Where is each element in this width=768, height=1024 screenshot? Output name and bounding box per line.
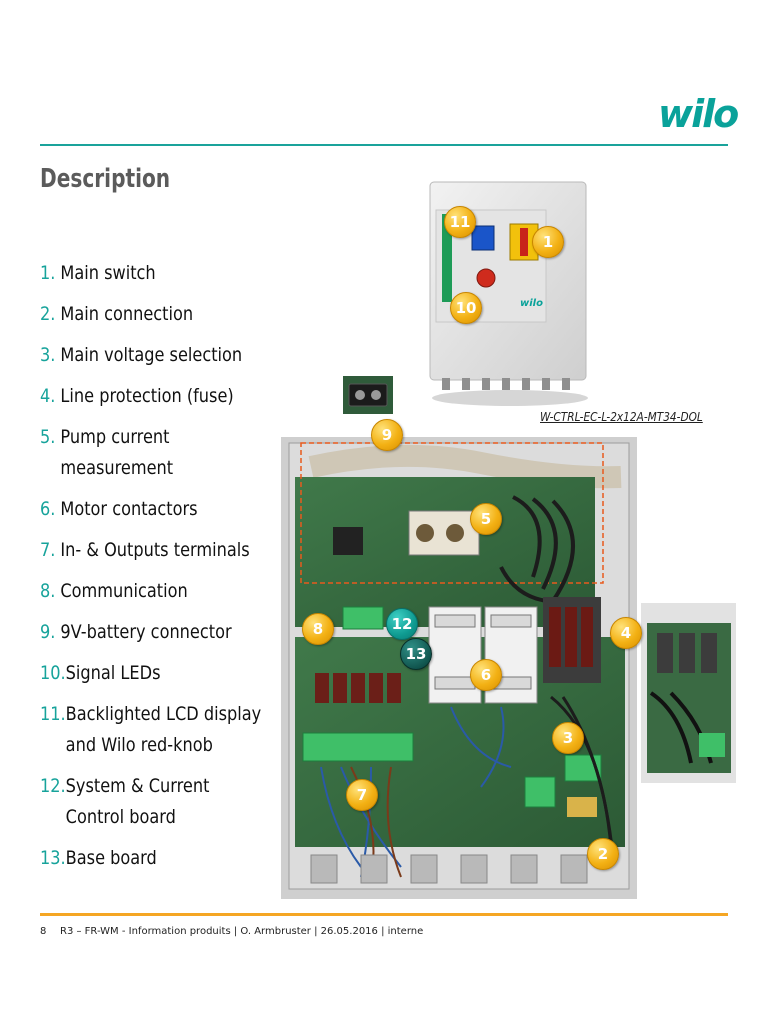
model-caption: W-CTRL-EC-L-2x12A-MT34-DOL [540, 410, 703, 424]
callout-badge-8: 8 [302, 613, 334, 645]
list-item: 9.9V-battery connector [40, 621, 232, 643]
footer: 8 R3 – FR-WM - Information produits | O. … [40, 926, 423, 937]
page-title: Description [40, 164, 171, 194]
list-item: 1.Main switch [40, 262, 156, 284]
list-item: 11.Backlighted LCD display and Wilo red-… [40, 703, 262, 756]
list-item: 3.Main voltage selection [40, 344, 243, 366]
callout-badge-7: 7 [346, 779, 378, 811]
list-item: 12.System & Current Control board [40, 775, 210, 828]
callout-badge-4: 4 [610, 617, 642, 649]
battery-connector-photo [343, 376, 393, 414]
callout-badge-1: 1 [532, 226, 564, 258]
callout-badge-10: 10 [450, 292, 482, 324]
list-item: 8.Communication [40, 580, 188, 602]
callout-badge-13: 13 [400, 638, 432, 670]
callout-badge-2: 2 [587, 838, 619, 870]
controller-interior-photo [281, 437, 637, 899]
callout-badge-6: 6 [470, 659, 502, 691]
list-item: 6.Motor contactors [40, 498, 198, 520]
list-item: 2.Main connection [40, 303, 194, 325]
callout-badge-3: 3 [552, 722, 584, 754]
list-item: 5.Pump current measurement [40, 426, 174, 479]
callout-badge-9: 9 [371, 419, 403, 451]
list-item: 7.In- & Outputs terminals [40, 539, 250, 561]
page-number: 8 [40, 926, 47, 937]
header-rule [40, 144, 728, 146]
list-item: 13.Base board [40, 847, 157, 869]
callout-badge-12: 12 [386, 608, 418, 640]
panel-logo: wilo [520, 298, 543, 309]
callout-badge-11: 11 [444, 206, 476, 238]
footer-text: R3 – FR-WM - Information produits | O. A… [60, 926, 424, 937]
component-list: 1.Main switch 2.Main connection 3.Main v… [40, 258, 270, 874]
fuse-detail-photo [641, 603, 736, 783]
list-item: 4.Line protection (fuse) [40, 385, 234, 407]
list-item: 10.Signal LEDs [40, 662, 161, 684]
callout-badge-5: 5 [470, 503, 502, 535]
wilo-logo: wilo [658, 92, 739, 136]
footer-rule [40, 913, 728, 916]
